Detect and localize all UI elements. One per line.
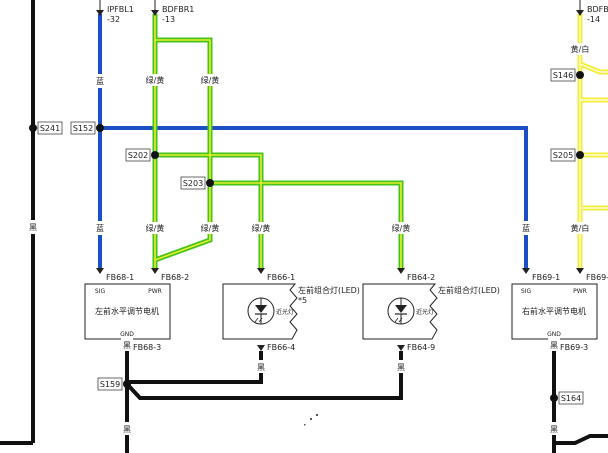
- right-motor-title: 右前水平调节电机: [522, 306, 586, 316]
- svg-text:GND: GND: [547, 331, 561, 338]
- stray-marks: [304, 414, 318, 426]
- splice-s205: S205: [550, 148, 584, 162]
- svg-text:IPFBL1: IPFBL1: [107, 5, 134, 14]
- svg-text:-14: -14: [587, 15, 600, 24]
- svg-text:FB68-3: FB68-3: [133, 343, 161, 352]
- svg-text:S241: S241: [40, 124, 60, 133]
- svg-text:黑: 黑: [550, 341, 558, 350]
- svg-text:SIG: SIG: [521, 288, 532, 295]
- led-bulb-icon: [247, 297, 275, 325]
- svg-text:FB68-1: FB68-1: [106, 273, 134, 282]
- svg-text:-13: -13: [162, 15, 175, 24]
- svg-text:黑: 黑: [123, 341, 131, 350]
- left-headlamp-led: 近光灯 左前组合灯(LED) *5: [222, 283, 360, 340]
- right-leveling-motor: SIG PWR 右前水平调节电机 GND: [511, 283, 598, 340]
- svg-text:FB64-2: FB64-2: [407, 273, 435, 282]
- led-bulb-icon: [387, 297, 415, 325]
- svg-text:SIG: SIG: [95, 288, 106, 295]
- svg-text:FB69-1: FB69-1: [532, 273, 560, 282]
- svg-text:黄/白: 黄/白: [571, 44, 590, 54]
- svg-text:蓝: 蓝: [96, 223, 104, 233]
- splice-s203: S203: [180, 176, 214, 190]
- splice-s164: S164: [550, 391, 584, 405]
- svg-text:绿/黄: 绿/黄: [201, 75, 220, 85]
- left-motor-title: 左前水平调节电机: [95, 306, 159, 316]
- splice-s152: S152: [70, 121, 104, 135]
- yellow-white-labels: 黄/白 黄/白: [568, 43, 592, 234]
- svg-text:S159: S159: [100, 380, 120, 389]
- connector-labels-bottom: FB68-3 FB66-4 FB64-9 FB69-3: [133, 343, 588, 352]
- svg-text:蓝: 蓝: [96, 76, 104, 86]
- svg-text:绿/黄: 绿/黄: [392, 223, 411, 233]
- svg-text:S146: S146: [553, 71, 573, 80]
- svg-text:黑: 黑: [550, 425, 558, 434]
- svg-text:BDFB: BDFB: [587, 5, 608, 14]
- svg-text:S205: S205: [553, 151, 573, 160]
- right-lamp-title: 左前组合灯(LED): [438, 285, 500, 295]
- svg-text:*5: *5: [298, 296, 307, 305]
- svg-text:蓝: 蓝: [522, 223, 530, 233]
- svg-text:绿/黄: 绿/黄: [252, 223, 271, 233]
- svg-text:BDFBR1: BDFBR1: [162, 5, 194, 14]
- black-wire-labels: 黑 黑 黑 黑 黑 黑: [121, 338, 560, 435]
- connector-labels-top: FB68-1 FB68-2 FB66-1 FB64-2 FB69-1 FB69-: [106, 273, 608, 282]
- power-source-ipfbl1: IPFBL1 -32: [96, 0, 134, 24]
- green-yellow-labels: 绿/黄 绿/黄 绿/黄 绿/黄 绿/黄 绿/黄: [143, 74, 413, 234]
- power-source-bdfbr1: BDFBR1 -13: [151, 0, 194, 24]
- svg-text:绿/黄: 绿/黄: [146, 223, 165, 233]
- svg-text:近光灯: 近光灯: [416, 308, 434, 316]
- svg-text:GND: GND: [120, 331, 134, 338]
- svg-text:FB68-2: FB68-2: [161, 273, 189, 282]
- left-leveling-motor: SIG PWR 左前水平调节电机 GND: [84, 283, 171, 340]
- splice-s202: S202: [125, 148, 159, 162]
- svg-text:-32: -32: [107, 15, 120, 24]
- left-lamp-title: 左前组合灯(LED): [298, 285, 360, 295]
- splice-s146: S146: [550, 68, 584, 82]
- svg-text:PWR: PWR: [148, 288, 162, 295]
- splice-s159: S159: [97, 377, 131, 391]
- connector-pins-bottom: [123, 345, 558, 351]
- black-ground-wire: [125, 339, 608, 453]
- connector-pins-top: [96, 268, 584, 274]
- svg-text:S202: S202: [128, 151, 148, 160]
- wire-color-label: 黑: [29, 223, 37, 232]
- svg-text:黑: 黑: [397, 363, 405, 372]
- svg-text:绿/黄: 绿/黄: [146, 75, 165, 85]
- svg-text:S152: S152: [73, 124, 93, 133]
- splice-s241: S241: [29, 121, 63, 135]
- left-ground-wire: 黑: [0, 0, 38, 445]
- svg-text:黑: 黑: [257, 363, 265, 372]
- svg-text:PWR: PWR: [573, 288, 587, 295]
- svg-text:绿/黄: 绿/黄: [201, 223, 220, 233]
- svg-text:FB66-4: FB66-4: [267, 343, 295, 352]
- svg-text:S203: S203: [183, 179, 203, 188]
- blue-wire: 蓝 蓝 蓝: [94, 14, 532, 268]
- svg-text:FB69-: FB69-: [586, 273, 608, 282]
- svg-text:近光灯: 近光灯: [276, 308, 294, 316]
- svg-text:FB64-9: FB64-9: [407, 343, 435, 352]
- power-source-bdfb: BDFB -14: [576, 0, 608, 24]
- svg-text:S164: S164: [561, 394, 581, 403]
- second-headlamp-led: 近光灯 左前组合灯(LED): [362, 283, 500, 340]
- svg-text:FB69-3: FB69-3: [560, 343, 588, 352]
- svg-text:黑: 黑: [123, 425, 131, 434]
- svg-text:黄/白: 黄/白: [571, 223, 590, 233]
- svg-text:FB66-1: FB66-1: [267, 273, 295, 282]
- green-yellow-wire: [152, 14, 404, 268]
